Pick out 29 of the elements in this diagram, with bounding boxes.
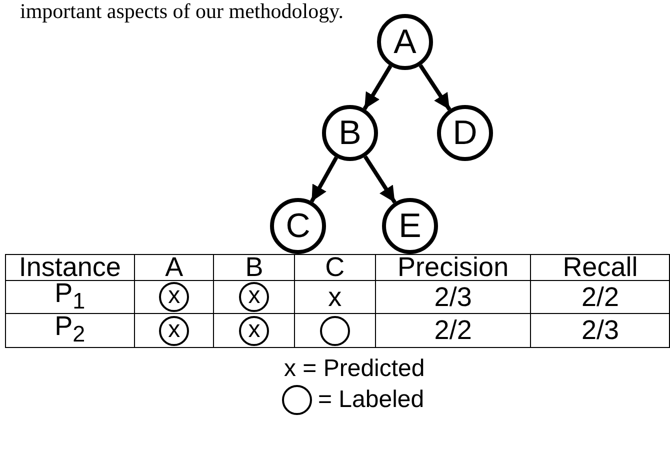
circled-mark: x xyxy=(239,282,270,312)
table-cell: C xyxy=(294,254,376,280)
arrow xyxy=(418,64,452,111)
table-cell: 2/2 xyxy=(530,280,670,314)
table-cell: B xyxy=(214,254,295,280)
legend-entry: x = Predicted xyxy=(284,355,425,383)
legend-text: = Labeled xyxy=(318,386,424,414)
table-cell: 2/3 xyxy=(530,314,670,348)
circled-mark: x xyxy=(159,316,190,346)
text-line: important aspects of our methodology. xyxy=(20,0,344,24)
circled-mark: x xyxy=(239,316,270,346)
table-cell: 2/3 xyxy=(375,280,531,314)
arrow xyxy=(362,64,392,110)
table-cell: A xyxy=(134,254,214,280)
arrow xyxy=(310,156,338,203)
table-cell: P$_{1}$ xyxy=(6,280,134,314)
tree-node: A xyxy=(377,14,433,70)
table-cell: Recall xyxy=(530,254,670,280)
tree-node: E xyxy=(382,198,438,254)
table-cell: 2/2 xyxy=(375,314,531,348)
arrow xyxy=(364,155,396,204)
tree-node: C xyxy=(270,198,326,254)
tree-node: D xyxy=(437,105,493,161)
circled-mark: x xyxy=(159,282,190,312)
table-cell: x xyxy=(294,280,376,314)
table-cell: P$_{2}$ xyxy=(6,314,134,348)
tree-node: B xyxy=(322,105,378,161)
table-cell: Precision xyxy=(375,254,531,280)
table-cell: Instance xyxy=(6,254,134,280)
